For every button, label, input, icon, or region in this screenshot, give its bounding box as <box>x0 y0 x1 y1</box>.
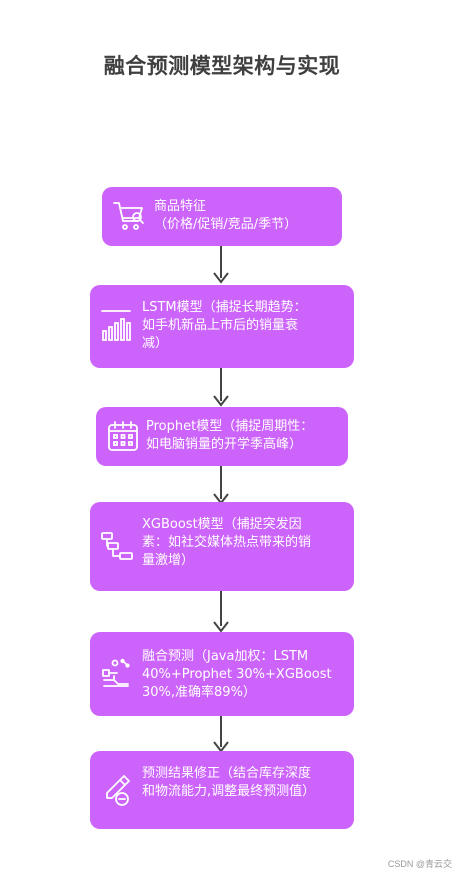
node-prophet-model: Prophet模型（捕捉周期性： 如电脑销量的开学季高峰） <box>96 407 348 466</box>
node-lstm-model: LSTM模型（捕捉长期趋势： 如手机新品上市后的销量衰 减） <box>90 285 354 368</box>
node-line-3: 减） <box>142 336 169 351</box>
connector-arrow <box>220 591 222 626</box>
node-xgboost-model: XGBoost模型（捕捉突发因 素：如社交媒体热点带来的销 量激增） <box>90 502 354 591</box>
flow-tree-icon <box>100 530 134 568</box>
node-line-1: 预测结果修正（结合库存深度 <box>142 766 312 781</box>
shopping-cart-icon <box>112 200 146 238</box>
connector-arrow <box>220 716 222 747</box>
node-line-2: 素：如社交媒体热点带来的销 <box>142 535 312 550</box>
arrow-head <box>213 272 229 284</box>
weight-scale-icon <box>100 658 134 698</box>
connector-arrow <box>220 466 222 499</box>
node-line-1: LSTM模型（捕捉长期趋势： <box>142 300 307 315</box>
node-line-1: 融合预测（Java加权：LSTM <box>142 649 309 664</box>
node-line-2: （价格/促销/竞品/季节） <box>154 217 298 232</box>
arrow-head <box>213 621 229 633</box>
node-result-correction: 预测结果修正（结合库存深度 和物流能力,调整最终预测值） <box>90 751 354 829</box>
calendar-icon <box>107 420 139 458</box>
node-line-2: 和物流能力,调整最终预测值） <box>142 784 316 799</box>
node-line-3: 量激增） <box>142 553 195 568</box>
connector-arrow <box>220 368 222 401</box>
bar-chart-icon <box>100 309 134 349</box>
diagram-title: 融合预测模型架构与实现 <box>103 54 341 78</box>
pencil-minus-icon <box>100 773 134 813</box>
node-line-2: 如电脑销量的开学季高峰） <box>146 437 303 452</box>
node-line-1: 商品特征 <box>154 199 207 214</box>
node-line-2: 40%+Prophet 30%+XGBoost <box>142 667 332 682</box>
node-line-3: 30%,准确率89%） <box>142 685 256 700</box>
node-line-1: XGBoost模型（捕捉突发因 <box>142 517 302 532</box>
node-fusion-prediction: 融合预测（Java加权：LSTM 40%+Prophet 30%+XGBoost… <box>90 632 354 716</box>
node-product-features: 商品特征 （价格/促销/竞品/季节） <box>102 187 342 246</box>
arrow-head <box>213 395 229 407</box>
node-line-2: 如手机新品上市后的销量衰 <box>142 318 299 333</box>
watermark: CSDN @青云交 <box>387 859 452 869</box>
node-line-1: Prophet模型（捕捉周期性： <box>146 419 314 434</box>
connector-arrow <box>220 246 222 278</box>
